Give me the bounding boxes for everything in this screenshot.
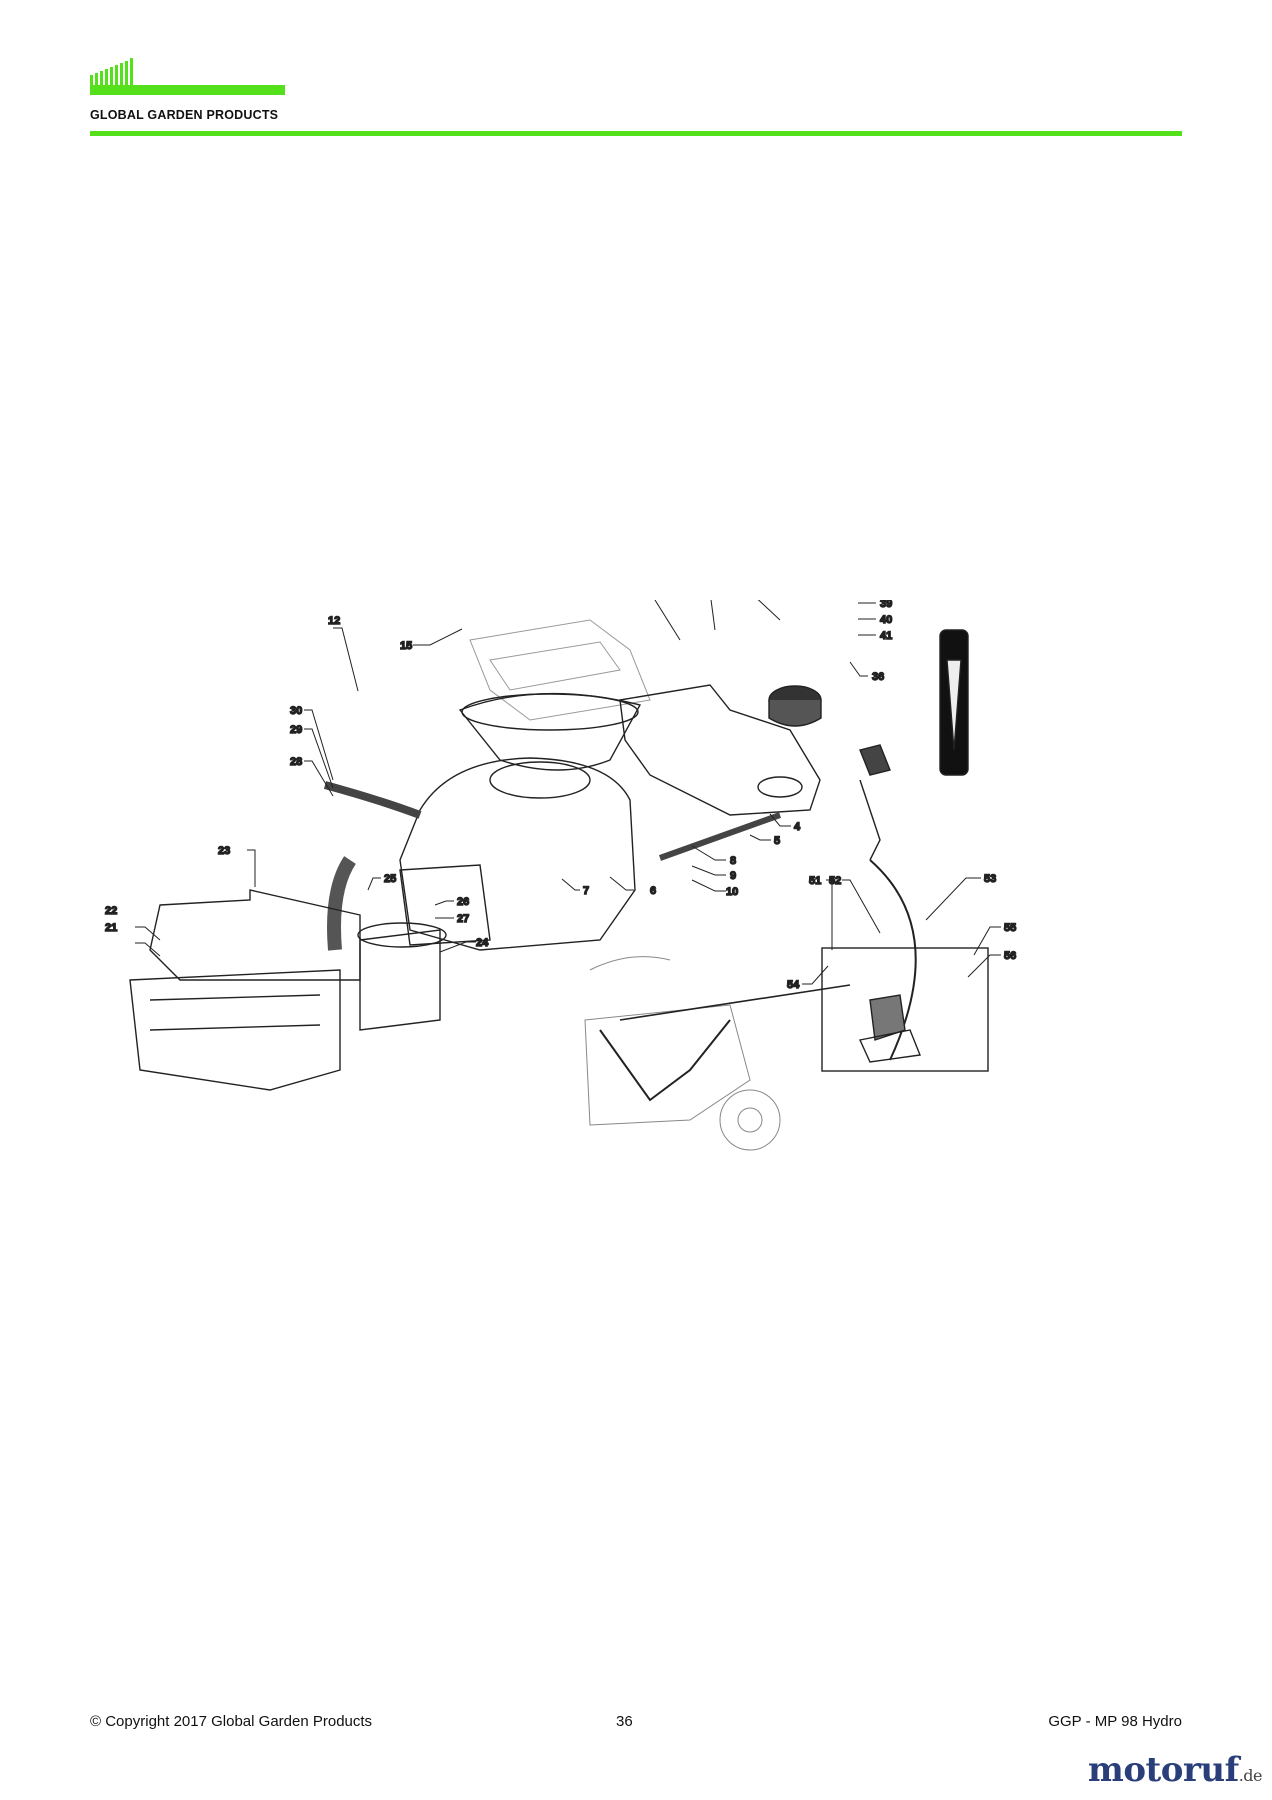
callout-27: 27: [457, 913, 469, 925]
footer-model: GGP - MP 98 Hydro: [1048, 1713, 1182, 1730]
throttle-decal: [939, 629, 969, 776]
callout-56: 56: [1004, 950, 1016, 962]
watermark-text: motoruf: [1087, 1750, 1239, 1790]
callout-5: 5: [774, 835, 780, 847]
callout-22: 22: [105, 905, 117, 917]
callout-53: 53: [984, 873, 996, 885]
fuel-line: [658, 812, 782, 861]
watermark-logo: motoruf.de: [1087, 1750, 1263, 1790]
callout-24: 24: [476, 937, 489, 949]
exploded-parts-diagram: 1 2 3 4 5 6 7 8 9 10 12 15 21 22 23 24 2…: [90, 554, 1182, 1360]
brand-name: GLOBAL GARDEN PRODUCTS: [90, 108, 279, 122]
seat-plate: [469, 619, 651, 721]
footer-page-number: 36: [616, 1713, 633, 1730]
callout-41: 41: [880, 630, 892, 642]
callout-25: 25: [384, 873, 396, 885]
callout-40: 40: [880, 614, 892, 626]
callout-26: 26: [457, 896, 469, 908]
breather-hose: [323, 781, 422, 819]
exhaust-pipe: [327, 856, 356, 951]
callout-6: 6: [650, 885, 656, 897]
callout-28: 28: [290, 756, 302, 768]
brand-logo: [90, 55, 290, 125]
callout-8: 8: [730, 855, 736, 867]
callout-21: 21: [105, 922, 117, 934]
footer-copyright: © Copyright 2017 Global Garden Products: [90, 1713, 373, 1730]
muffler-guard: [129, 889, 361, 1091]
callout-54: 54: [787, 979, 800, 991]
engine-block: [399, 757, 636, 951]
callout-10: 10: [726, 886, 738, 898]
tractor-wiring-view: [584, 956, 851, 1151]
starter-solenoid-inset: [821, 947, 989, 1072]
callout-4: 4: [794, 821, 801, 833]
callout-9: 9: [730, 870, 736, 882]
callout-23: 23: [218, 845, 230, 857]
callout-7: 7: [583, 885, 589, 897]
callout-29: 29: [290, 724, 302, 736]
callout-52: 52: [829, 875, 841, 887]
callout-30: 30: [290, 705, 302, 717]
fuel-cap: [768, 685, 822, 727]
fuel-tank: [619, 684, 821, 816]
callout-15: 15: [400, 640, 412, 652]
header-rule: [90, 131, 1182, 136]
callout-39: 39: [880, 600, 892, 610]
callout-12: 12: [328, 615, 340, 627]
engine-cover-bowl: [458, 692, 642, 771]
watermark-tld: .de: [1238, 1766, 1263, 1785]
callout-51: 51: [809, 875, 821, 887]
callout-55: 55: [1004, 922, 1016, 934]
muffler: [357, 922, 447, 1031]
callout-36: 36: [872, 671, 884, 683]
